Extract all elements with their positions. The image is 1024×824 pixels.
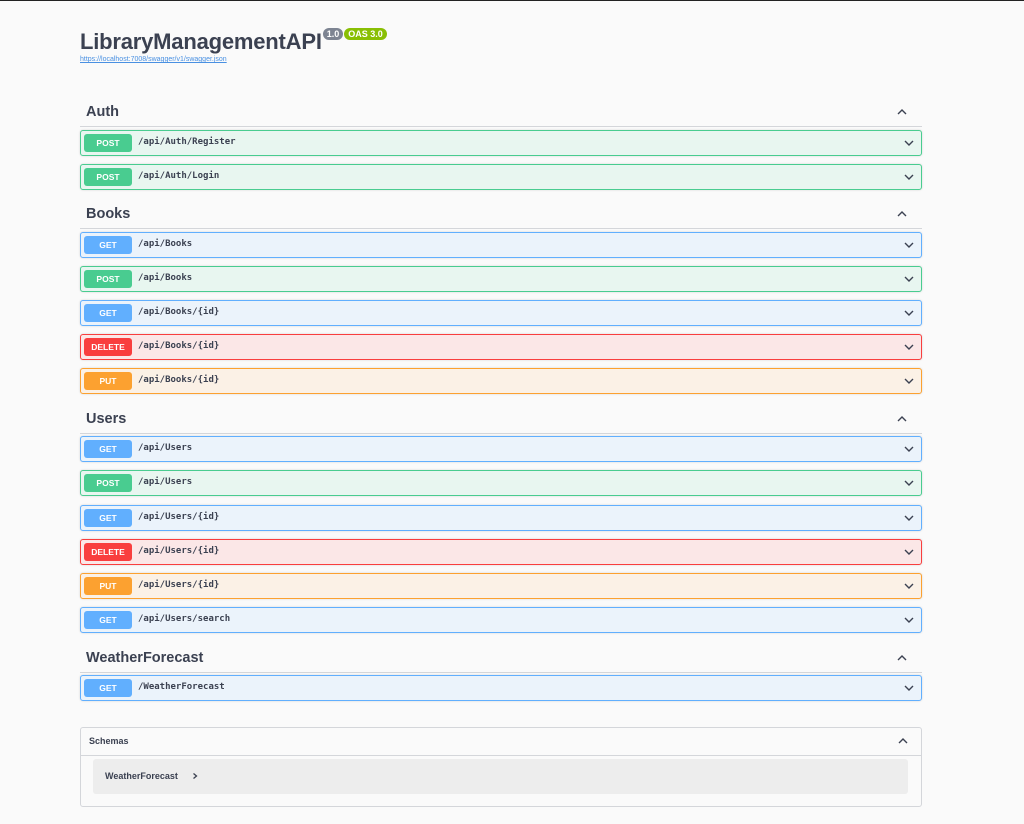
operation-path: /api/Books	[138, 239, 193, 249]
chevron-down-icon[interactable]	[903, 614, 915, 626]
version-badge: 1.0	[322, 28, 344, 40]
operation-path: /api/Users/{id}	[138, 580, 220, 590]
method-badge: GET	[84, 679, 132, 697]
api-title: LibraryManagementAPI	[80, 29, 322, 54]
method-badge: POST	[84, 474, 132, 492]
schemas-section: Schemas WeatherForecast	[80, 727, 922, 807]
method-badge: GET	[84, 304, 132, 322]
tag-section-users[interactable]: Users	[80, 405, 922, 434]
chevron-down-icon[interactable]	[903, 375, 915, 387]
method-badge: PUT	[84, 577, 132, 595]
method-badge: POST	[84, 134, 132, 152]
oas-badge: OAS 3.0	[344, 28, 387, 40]
operation-post-auth-login[interactable]: POST /api/Auth/Login	[80, 164, 922, 190]
operation-put-user[interactable]: PUT /api/Users/{id}	[80, 573, 922, 599]
operation-get-users[interactable]: GET /api/Users	[80, 436, 922, 462]
chevron-right-icon[interactable]	[191, 772, 199, 780]
chevron-down-icon[interactable]	[903, 443, 915, 455]
method-badge: GET	[84, 440, 132, 458]
operation-post-books[interactable]: POST /api/Books	[80, 266, 922, 292]
operation-path: /WeatherForecast	[138, 682, 225, 692]
method-badge: POST	[84, 168, 132, 186]
chevron-down-icon[interactable]	[903, 580, 915, 592]
chevron-up-icon[interactable]	[896, 652, 908, 664]
tag-name: WeatherForecast	[86, 650, 204, 666]
operation-path: /api/Users/{id}	[138, 512, 220, 522]
operation-path: /api/Users	[138, 443, 193, 453]
operation-get-book-by-id[interactable]: GET /api/Books/{id}	[80, 300, 922, 326]
chevron-up-icon[interactable]	[896, 106, 908, 118]
chevron-up-icon[interactable]	[897, 735, 909, 747]
operation-post-auth-register[interactable]: POST /api/Auth/Register	[80, 130, 922, 156]
chevron-down-icon[interactable]	[903, 546, 915, 558]
tag-name: Users	[86, 411, 127, 427]
tag-name: Books	[86, 206, 131, 222]
operation-path: /api/Users/{id}	[138, 546, 220, 556]
operation-path: /api/Users	[138, 477, 193, 487]
operation-get-user-by-id[interactable]: GET /api/Users/{id}	[80, 505, 922, 531]
operation-get-users-search[interactable]: GET /api/Users/search	[80, 607, 922, 633]
method-badge: PUT	[84, 372, 132, 390]
spec-url-link[interactable]: https://localhost:7008/swagger/v1/swagge…	[80, 56, 227, 63]
divider	[81, 755, 921, 756]
operation-path: /api/Books	[138, 273, 193, 283]
operation-get-books[interactable]: GET /api/Books	[80, 232, 922, 258]
schemas-title[interactable]: Schemas	[89, 736, 129, 746]
operation-post-users[interactable]: POST /api/Users	[80, 470, 922, 496]
chevron-up-icon[interactable]	[896, 413, 908, 425]
operation-path: /api/Books/{id}	[138, 375, 220, 385]
method-badge: DELETE	[84, 338, 132, 356]
chevron-down-icon[interactable]	[903, 239, 915, 251]
method-badge: DELETE	[84, 543, 132, 561]
tag-section-weatherforecast[interactable]: WeatherForecast	[80, 644, 922, 673]
operation-path: /api/Books/{id}	[138, 341, 220, 351]
method-badge: POST	[84, 270, 132, 288]
chevron-down-icon[interactable]	[903, 307, 915, 319]
chevron-down-icon[interactable]	[903, 171, 915, 183]
operation-path: /api/Users/search	[138, 614, 231, 624]
chevron-down-icon[interactable]	[903, 341, 915, 353]
method-badge: GET	[84, 236, 132, 254]
method-badge: GET	[84, 611, 132, 629]
chevron-down-icon[interactable]	[903, 137, 915, 149]
operation-path: /api/Books/{id}	[138, 307, 220, 317]
model-weatherforecast[interactable]: WeatherForecast	[93, 759, 908, 794]
operation-delete-book[interactable]: DELETE /api/Books/{id}	[80, 334, 922, 360]
operation-path: /api/Auth/Login	[138, 171, 220, 181]
tag-name: Auth	[86, 104, 120, 120]
chevron-down-icon[interactable]	[903, 273, 915, 285]
tag-section-auth[interactable]: Auth	[80, 98, 922, 127]
operation-put-book[interactable]: PUT /api/Books/{id}	[80, 368, 922, 394]
tag-section-books[interactable]: Books	[80, 200, 922, 229]
operation-delete-user[interactable]: DELETE /api/Users/{id}	[80, 539, 922, 565]
chevron-down-icon[interactable]	[903, 512, 915, 524]
operation-get-weatherforecast[interactable]: GET /WeatherForecast	[80, 675, 922, 701]
model-name: WeatherForecast	[105, 771, 178, 781]
operation-path: /api/Auth/Register	[138, 137, 236, 147]
method-badge: GET	[84, 509, 132, 527]
chevron-up-icon[interactable]	[896, 208, 908, 220]
chevron-down-icon[interactable]	[903, 477, 915, 489]
chevron-down-icon[interactable]	[903, 682, 915, 694]
